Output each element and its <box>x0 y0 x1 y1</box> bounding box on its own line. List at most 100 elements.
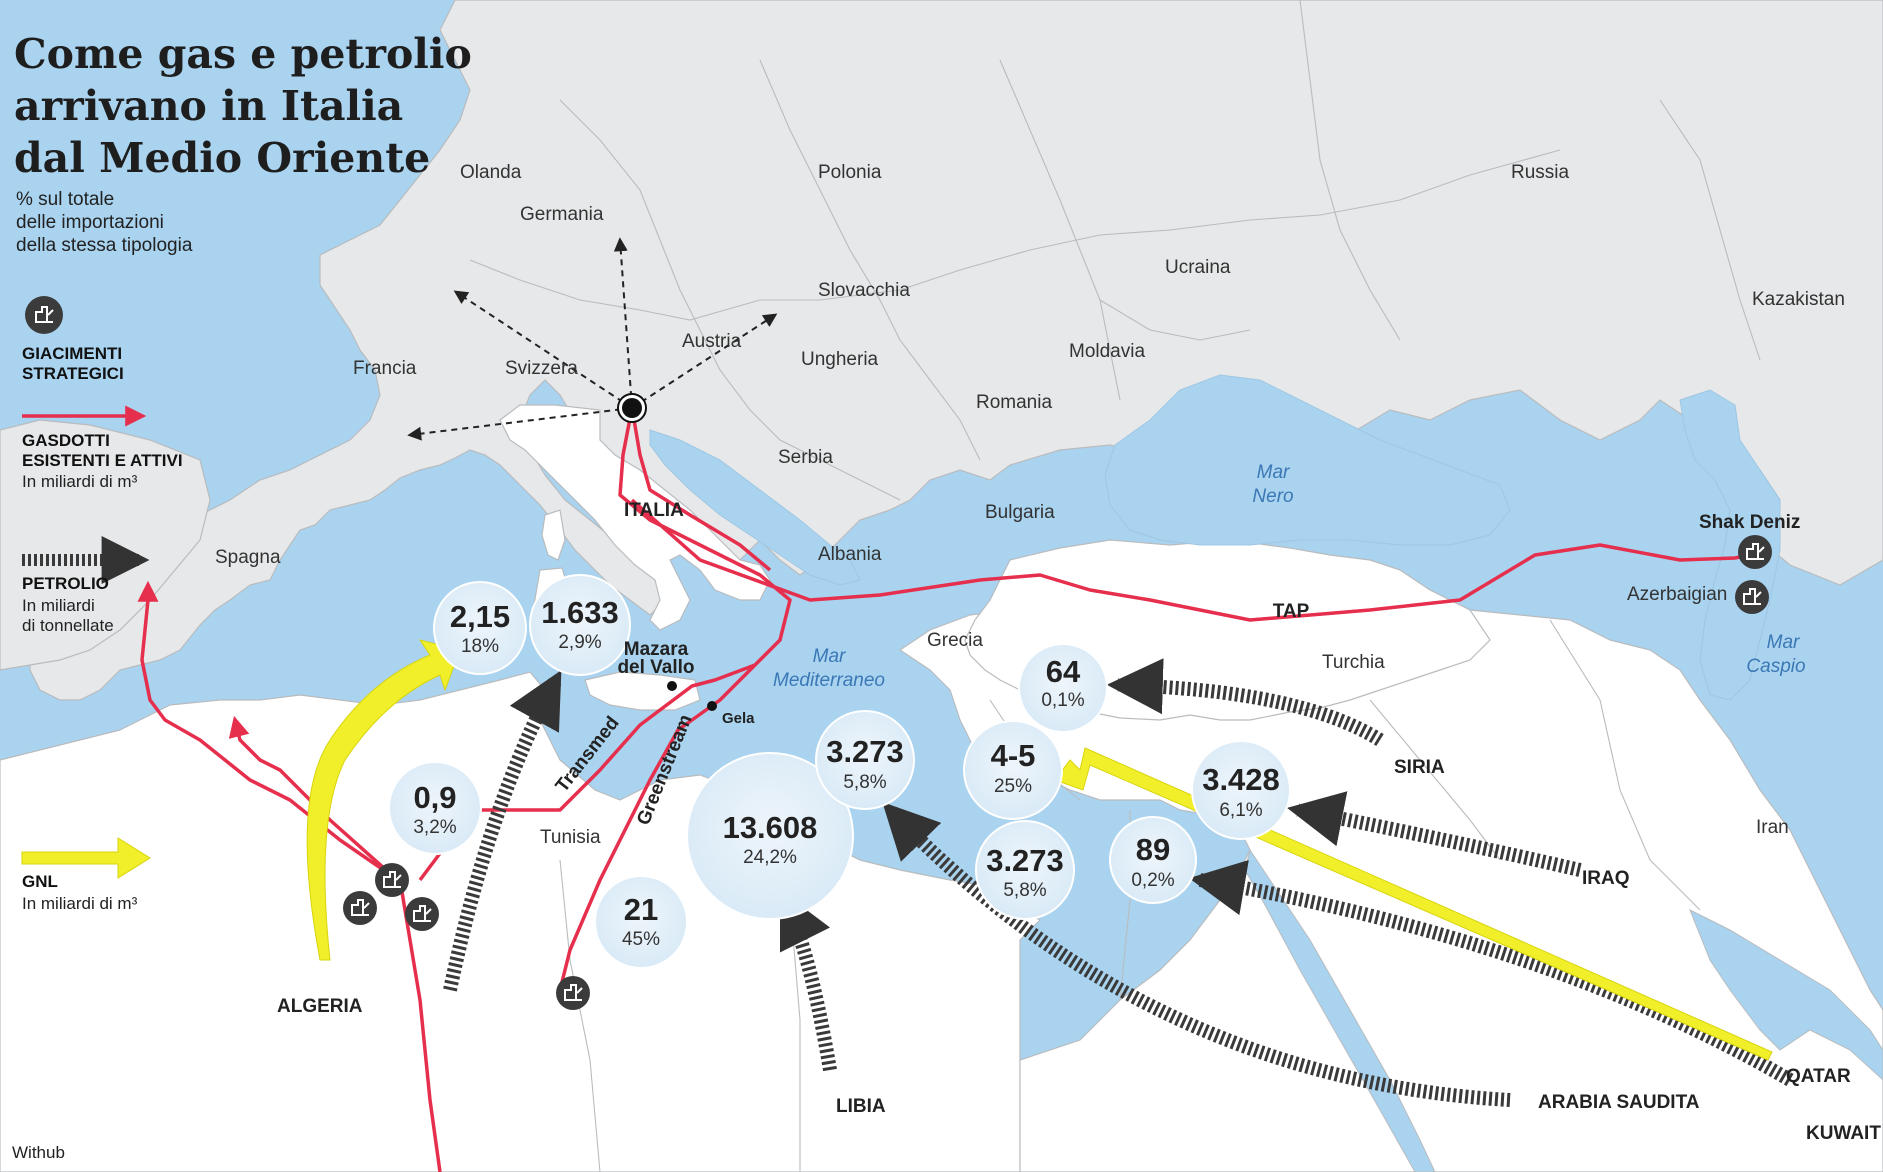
bubble-libia-oil-pct: 24,2% <box>743 847 797 868</box>
label-libia: LIBIA <box>836 1096 886 1117</box>
legend-gnl-arrow <box>21 837 151 879</box>
field-icons <box>343 535 1772 1010</box>
label-azerbaigian: Azerbaigian <box>1627 584 1727 605</box>
bubble-algeria-gnl-pct: 18% <box>461 636 499 657</box>
label-russia: Russia <box>1511 162 1570 183</box>
region-labels: ITALIA SIRIA IRAQ QATAR KUWAIT ARABIA SA… <box>277 500 1881 1144</box>
borders <box>469 0 1761 1172</box>
bubble-algeria-gas-value: 0,9 <box>413 780 456 815</box>
bubble-syria-oil-value: 64 <box>1046 654 1081 689</box>
pipelines <box>137 407 1751 1172</box>
mazara-dot <box>667 681 677 691</box>
bubble-libia-gas-pct: 45% <box>622 929 660 950</box>
city-dots <box>667 681 717 711</box>
bubble-mid-oil-upper-pct: 5,8% <box>843 772 886 793</box>
bubble-libia-oil <box>686 752 854 920</box>
bubble-algeria-gnl <box>433 581 527 675</box>
legend-gnl: GNL <box>22 872 58 891</box>
hub-arrows <box>407 237 778 441</box>
bubble-libia-gas <box>594 875 688 969</box>
bubble-algeria-gas <box>388 761 482 855</box>
label-tunisia: Tunisia <box>540 827 601 848</box>
label-iran: Iran <box>1756 817 1789 838</box>
label-ucraina: Ucraina <box>1165 257 1231 278</box>
sea-label-nero-line1: Mar <box>1257 462 1290 483</box>
oil-arrow-kuwait <box>1188 859 1794 1087</box>
pipeline-label-tap: TAP <box>1273 601 1310 622</box>
sea-label-caspio-line1: Mar <box>1767 632 1800 653</box>
label-albania: Albania <box>818 544 882 565</box>
country-labels: Olanda Germania Polonia Russia Ucraina K… <box>215 162 1845 848</box>
credit: Withub <box>12 1143 65 1162</box>
field-icon-libia <box>556 976 590 1010</box>
label-romania: Romania <box>976 392 1052 413</box>
bubble-saudi-oil <box>975 820 1075 920</box>
label-kazakistan: Kazakistan <box>1752 289 1845 310</box>
label-francia: Francia <box>353 358 417 379</box>
label-bulgaria: Bulgaria <box>985 502 1055 523</box>
city-label-mazara-line1: Mazara <box>624 639 689 660</box>
pipeline-north-2 <box>630 407 772 572</box>
bubble-qatar-gnl <box>963 720 1063 820</box>
legend-gasdotti: GASDOTTI ESISTENTI E ATTIVI <box>22 431 183 470</box>
pipeline-algeria-south <box>398 879 442 1172</box>
oil-arrow-iraq <box>1287 791 1582 877</box>
bubble-algeria-oil-pct: 2,9% <box>558 632 601 653</box>
label-algeria: ALGERIA <box>277 996 363 1017</box>
label-moldavia: Moldavia <box>1069 341 1145 362</box>
pipeline-north-1 <box>618 407 792 667</box>
sea-label-mediterraneo-line1: Mar <box>813 646 846 667</box>
label-shak-deniz: Shak Deniz <box>1699 512 1800 533</box>
label-qatar: QATAR <box>1786 1066 1851 1087</box>
label-olanda: Olanda <box>460 162 522 183</box>
bubble-iraq-oil-pct: 6,1% <box>1219 800 1262 821</box>
sea-label-caspio-line2: Caspio <box>1746 656 1805 677</box>
bubble-syria-oil-pct: 0,1% <box>1041 690 1084 711</box>
pipeline-algeria-west2 <box>228 715 397 880</box>
label-serbia: Serbia <box>778 447 833 468</box>
label-germania: Germania <box>520 204 604 225</box>
page-title: Come gas e petrolio arrivano in Italia d… <box>14 30 472 182</box>
bubble-libia-gas-value: 21 <box>624 892 658 927</box>
legend-gasdotti-unit: In miliardi di m³ <box>22 472 138 491</box>
page-subtitle: % sul totale delle importazioni della st… <box>16 189 193 256</box>
bubble-iraq-oil-value: 3.428 <box>1202 762 1280 797</box>
label-austria: Austria <box>682 331 742 352</box>
field-icon-algeria-1 <box>375 863 409 897</box>
bubbles <box>388 574 1291 969</box>
city-label-mazara-line2: del Vallo <box>617 657 694 678</box>
sea-label-mediterraneo-line2: Mediterraneo <box>773 670 885 691</box>
bubble-qatar-gnl-value: 4-5 <box>991 738 1036 773</box>
legend-field-icon <box>25 296 63 334</box>
label-iraq: IRAQ <box>1582 868 1630 889</box>
bubble-algeria-oil <box>529 574 631 676</box>
bubble-algeria-gnl-value: 2,15 <box>450 599 510 634</box>
bubble-labels: 2,15 18% 1.633 2,9% 0,9 3,2% 21 45% 13.6… <box>413 595 1279 950</box>
bubble-libia-oil-value: 13.608 <box>723 810 818 845</box>
label-italia: ITALIA <box>624 500 684 521</box>
pipeline-tap <box>630 498 1751 622</box>
bubble-mid-oil-upper <box>815 710 915 810</box>
legend-petrolio-unit: In miliardi di tonnellate <box>22 596 114 635</box>
label-arabia: ARABIA SAUDITA <box>1538 1092 1700 1113</box>
gela-dot <box>707 701 717 711</box>
field-icon-shakdeniz-1 <box>1738 535 1772 569</box>
label-siria: SIRIA <box>1394 757 1445 778</box>
label-svizzera: Svizzera <box>505 358 578 379</box>
legend-gnl-unit: In miliardi di m³ <box>22 894 138 913</box>
sea-label-nero-line2: Nero <box>1252 486 1293 507</box>
bubble-kuwait-oil-pct: 0,2% <box>1131 870 1174 891</box>
label-spagna: Spagna <box>215 547 281 568</box>
bubble-algeria-oil-value: 1.633 <box>541 595 619 630</box>
field-icon-algeria-3 <box>405 897 439 931</box>
label-polonia: Polonia <box>818 162 882 183</box>
hub-marker <box>617 393 647 423</box>
label-ungheria: Ungheria <box>801 349 879 370</box>
